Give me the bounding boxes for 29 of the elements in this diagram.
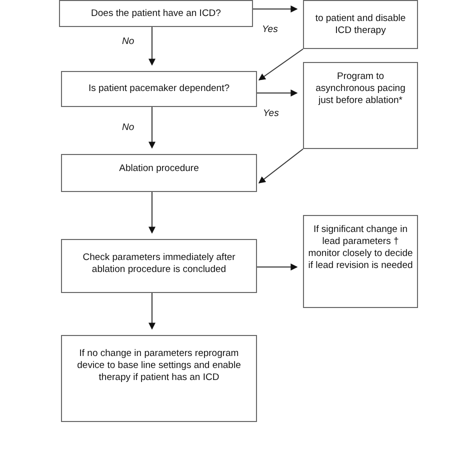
process-box — [61, 335, 257, 422]
process-box — [303, 0, 418, 49]
step-text: If significant change in lead parameters † monitor closely to decide if lead revision is needed — [308, 224, 413, 272]
arrow — [148, 26, 156, 66]
step-text: Check parameters immediately after ablation procedure is concluded — [82, 252, 236, 276]
step-text: to patient and disable ICD therapy — [314, 12, 407, 36]
arrow — [148, 106, 156, 149]
step-text: Does the patient have an ICD? — [91, 8, 221, 20]
process-box — [303, 62, 418, 149]
process-box — [61, 154, 257, 192]
arrow — [258, 148, 304, 184]
arrow — [256, 90, 298, 96]
arrow — [148, 292, 156, 330]
step-text: Is patient pacemaker dependent? — [88, 83, 230, 95]
arrow — [256, 264, 298, 270]
arrow — [148, 192, 156, 234]
edge-label: No — [122, 122, 134, 134]
edge-label: No — [122, 36, 134, 48]
process-box — [61, 71, 257, 107]
edge-label: Yes — [263, 108, 279, 120]
step-text: Ablation procedure — [119, 163, 199, 175]
arrow — [252, 6, 298, 12]
edge-label: Yes — [262, 24, 278, 36]
step-text: Program to asynchronous pacing just before ablation* — [314, 71, 406, 107]
process-box — [59, 0, 253, 27]
arrow — [258, 48, 304, 80]
process-box — [61, 239, 257, 293]
process-box — [303, 215, 418, 308]
step-text: If no change in parameters reprogram device to base line settings and enable therapy if patient has an ICD — [76, 348, 242, 384]
